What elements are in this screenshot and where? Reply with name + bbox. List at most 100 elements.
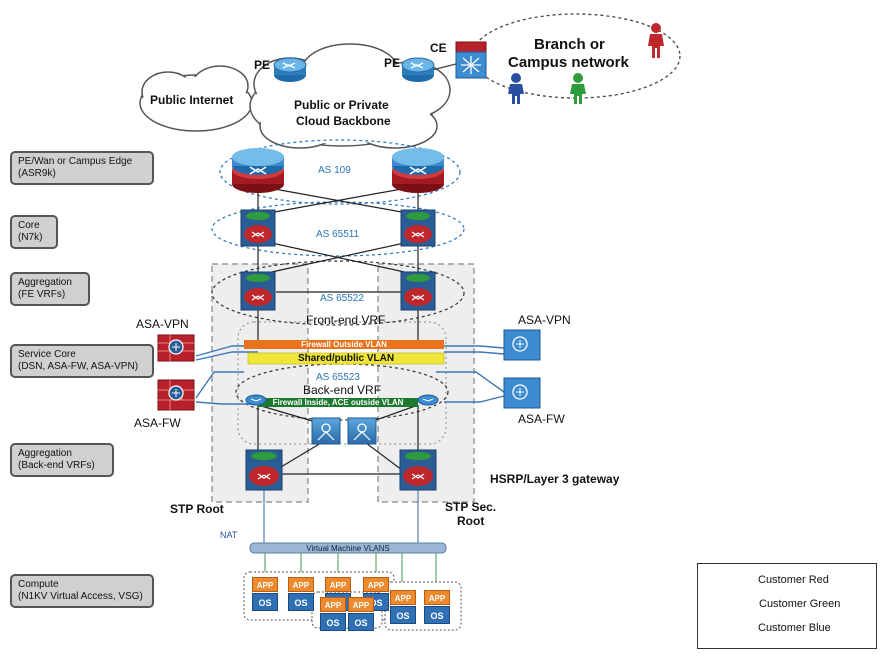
- firewall-outside-vlan-label: Firewall Outside VLAN: [301, 340, 387, 349]
- asa-vpn-right-label: ASA-VPN: [518, 313, 571, 327]
- nat-label: NAT: [220, 530, 238, 540]
- tier-label: Aggregation: [18, 277, 72, 288]
- tier-pe-edge: PE/Wan or Campus Edge (ASR9k): [10, 151, 154, 185]
- vm-vlan-bar: [249, 542, 447, 554]
- branch-label-line1: Branch or: [534, 36, 605, 53]
- person-red-icon: [648, 23, 664, 58]
- shared-public-vlan-bar: [247, 352, 445, 365]
- ce-router-icon: [455, 41, 487, 79]
- backend-small-router-left-icon: [245, 394, 267, 406]
- tier-sublabel: (DSN, ASA-FW, ASA-VPN): [18, 361, 139, 372]
- legend-label-red: Customer Red: [758, 574, 829, 586]
- legend-item-red: Customer Red: [746, 570, 829, 590]
- tier-sublabel: (ASR9k): [18, 168, 56, 179]
- firewall-inside-vlan-bar: [258, 398, 418, 407]
- tier-label: Core: [18, 220, 40, 231]
- shared-public-vlan-label: Shared/public VLAN: [297, 353, 395, 364]
- fe-aggregation-switch-right-icon: [400, 271, 436, 311]
- service-core-box: [237, 321, 447, 445]
- legend-item-blue: Customer Blue: [746, 618, 831, 638]
- asa-fw-left-label: ASA-FW: [134, 416, 181, 430]
- n7k-core-switch-left-icon: [240, 209, 276, 247]
- pe-router-right-icon: [401, 57, 435, 82]
- tier-compute: Compute (N1KV Virtual Access, VSG): [10, 574, 154, 608]
- person-green-icon: [570, 73, 586, 104]
- stp-sec-label-line1: STP Sec.: [445, 500, 497, 514]
- vm-app-label: APP: [325, 577, 351, 592]
- vm-os-label: OS: [320, 613, 346, 631]
- firewall-outside-vlan-bar: [244, 340, 444, 349]
- branch-ellipse: [471, 13, 681, 99]
- asa-fw-right-label: ASA-FW: [518, 412, 565, 426]
- tier-label: Compute: [18, 579, 59, 590]
- as65511-label: AS 65511: [316, 229, 360, 240]
- pe-router-left-icon: [273, 57, 307, 82]
- tier-aggregation-fe: Aggregation (FE VRFs): [10, 272, 90, 306]
- tier-service-core: Service Core (DSN, ASA-FW, ASA-VPN): [10, 344, 154, 378]
- firewall-inside-vlan-label: Firewall Inside, ACE outside VLAN: [272, 398, 404, 407]
- vm-app-label: APP: [390, 590, 416, 605]
- vm-os-label: OS: [252, 593, 278, 611]
- public-internet-label: Public Internet: [150, 93, 234, 107]
- legend-item-green: Customer Green: [747, 594, 840, 614]
- backbone-label-line2: Cloud Backbone: [296, 114, 391, 128]
- vm-os-label: OS: [424, 606, 450, 624]
- tier-aggregation-be: Aggregation (Back-end VRFs): [10, 443, 114, 477]
- legend: Customer Red Customer Green Customer Blu…: [697, 563, 877, 649]
- fe-aggregation-switch-left-icon: [240, 271, 276, 311]
- asa-fw-left-icon: [157, 379, 195, 411]
- as109-label: AS 109: [318, 165, 351, 176]
- tier-sublabel: (FE VRFs): [18, 289, 66, 300]
- vm-app-label: APP: [363, 577, 389, 592]
- as65522-label: AS 65522: [320, 293, 364, 304]
- tier-label: Service Core: [18, 349, 76, 360]
- as65522-ellipse: [211, 260, 465, 326]
- as65511-ellipse: [211, 201, 465, 257]
- vm-os-label: OS: [348, 613, 374, 631]
- stp-root-label: STP Root: [170, 502, 224, 516]
- vm-app-label: APP: [348, 597, 374, 612]
- vm-app-label: APP: [320, 597, 346, 612]
- stp-sec-label-line2: Root: [457, 514, 485, 528]
- be-aggregation-switch-right-icon: [399, 449, 437, 491]
- tier-label: Aggregation: [18, 448, 72, 459]
- ce-label: CE: [430, 41, 447, 55]
- person-blue-icon: [508, 73, 524, 104]
- asr9k-router-right-icon: [392, 148, 444, 193]
- asa-vpn-right-icon: [503, 329, 541, 361]
- asr9k-router-left-icon: [232, 148, 284, 193]
- ace-load-balancer-left-icon: [311, 417, 341, 445]
- vm-app-label: APP: [252, 577, 278, 592]
- tier-sublabel: (Back-end VRFs): [18, 460, 95, 471]
- asa-fw-right-icon: [503, 377, 541, 409]
- tier-core: Core (N7k): [10, 215, 58, 249]
- asa-vpn-left-label: ASA-VPN: [136, 317, 189, 331]
- legend-label-green: Customer Green: [759, 598, 841, 610]
- branch-label-line2: Campus network: [508, 54, 629, 71]
- front-end-vrf-label: Front-end VRF: [306, 313, 386, 327]
- vm-app-label: APP: [424, 590, 450, 605]
- legend-label-blue: Customer Blue: [758, 622, 831, 634]
- tier-sublabel: (N7k): [18, 232, 43, 243]
- ace-load-balancer-right-icon: [347, 417, 377, 445]
- tier-sublabel: (N1KV Virtual Access, VSG): [18, 591, 143, 602]
- back-end-vrf-label: Back-end VRF: [303, 383, 382, 397]
- backend-small-router-right-icon: [417, 394, 439, 406]
- pe-left-label: PE: [254, 58, 271, 72]
- vm-os-label: OS: [390, 606, 416, 624]
- vm-os-label: OS: [288, 593, 314, 611]
- n7k-core-switch-right-icon: [400, 209, 436, 247]
- vm-vlan-label: Virtual Machine VLANS: [306, 544, 390, 553]
- hsrp-label: HSRP/Layer 3 gateway: [490, 472, 620, 486]
- backbone-label-line1: Public or Private: [294, 98, 389, 112]
- asa-vpn-left-icon: [157, 334, 195, 362]
- be-aggregation-switch-left-icon: [245, 449, 283, 491]
